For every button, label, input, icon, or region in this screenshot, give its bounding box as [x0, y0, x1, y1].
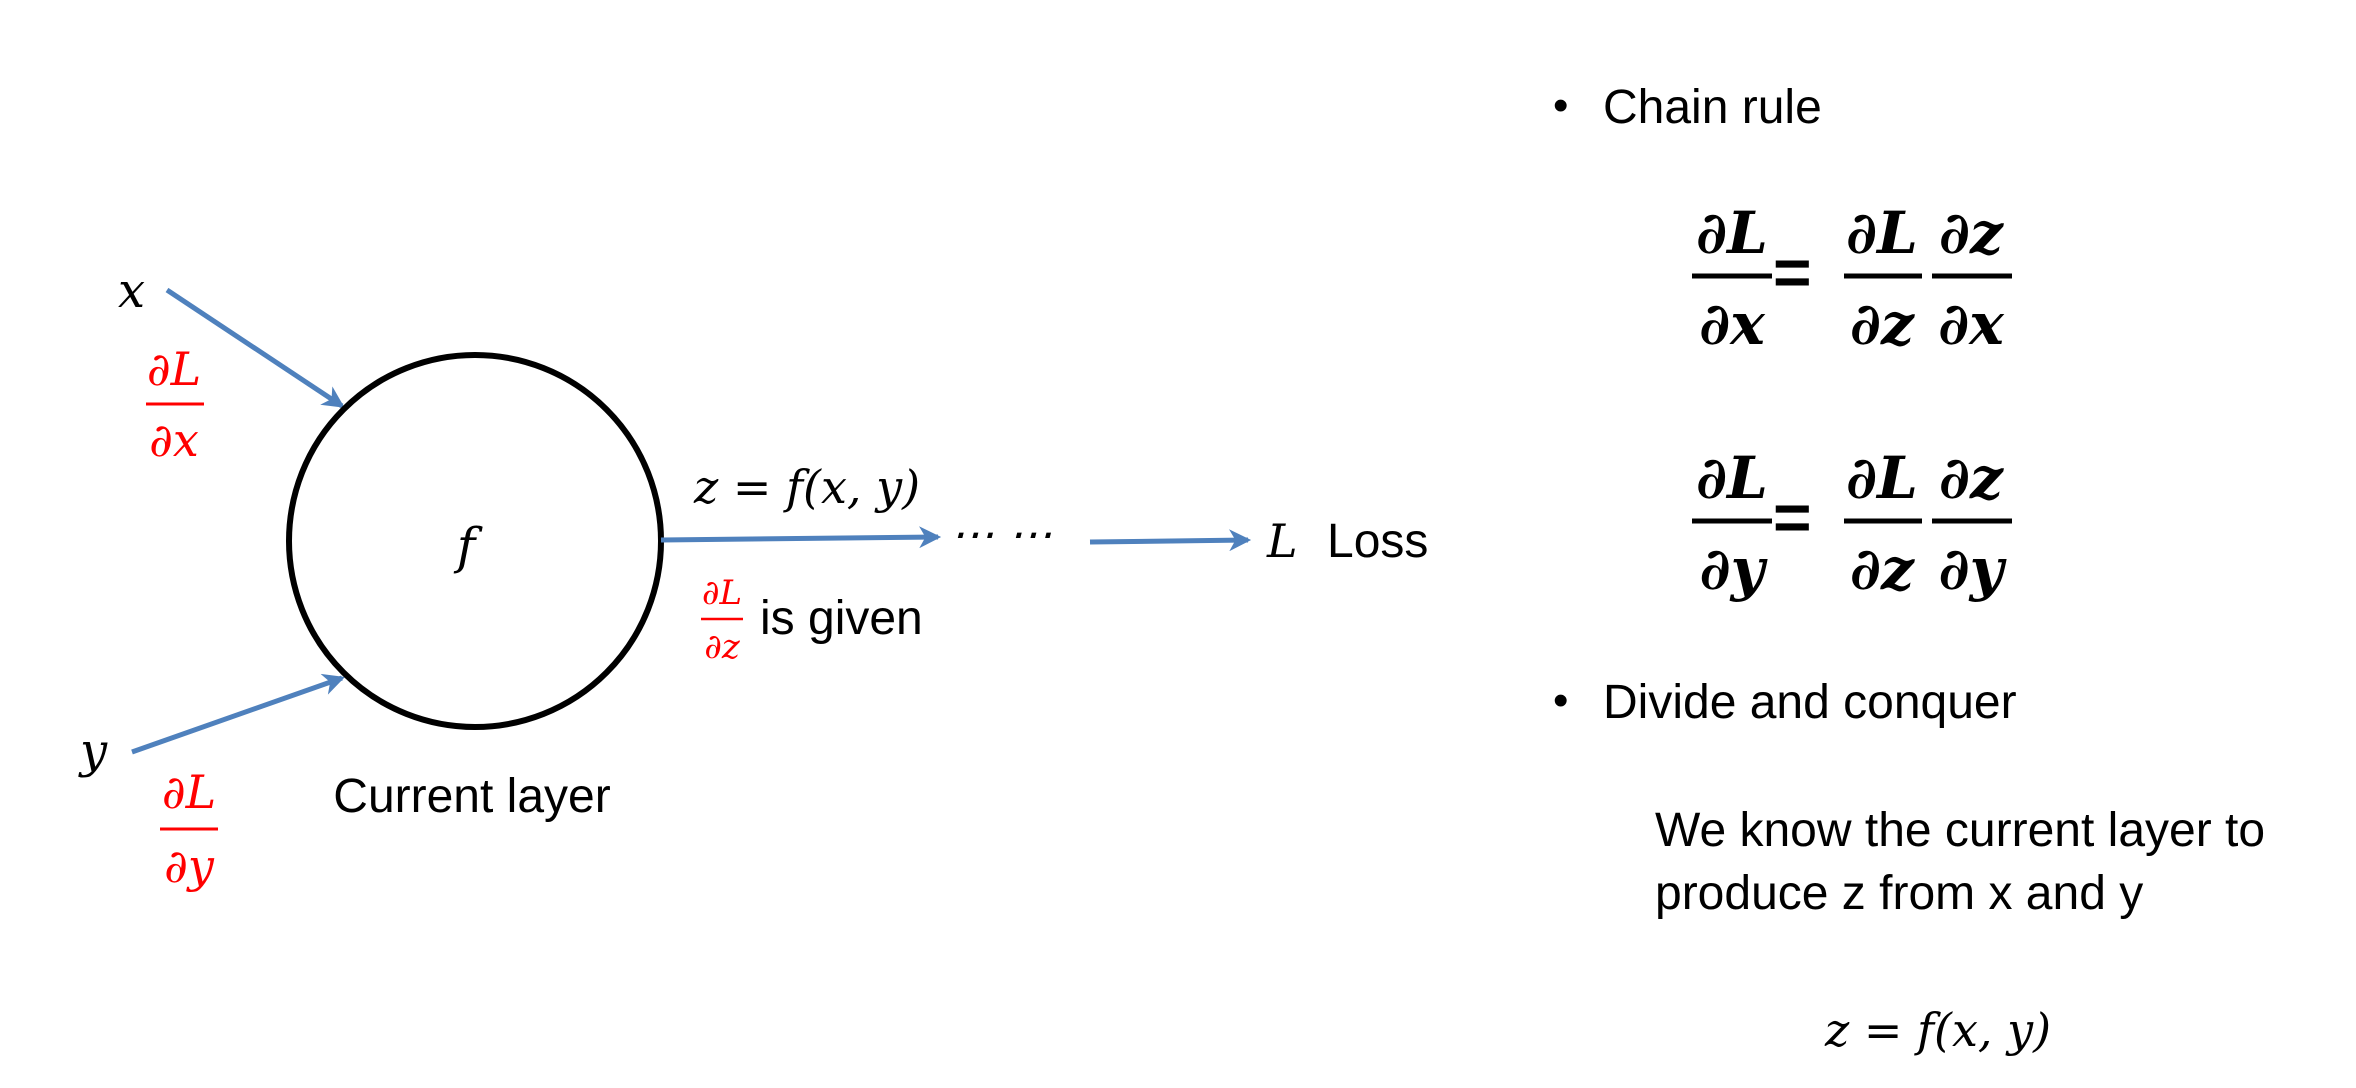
current-layer-node	[286, 352, 664, 730]
arrow-x-to-node	[165, 287, 345, 409]
arrow-to-loss	[1089, 529, 1252, 552]
svg-text:∂L: ∂L	[1696, 444, 1768, 512]
svg-text:∂z: ∂z	[1850, 535, 1915, 603]
svg-text:∂z: ∂z	[1850, 290, 1915, 358]
svg-text:∂L: ∂L	[162, 765, 216, 819]
svg-text:∂y: ∂y	[1939, 535, 2008, 603]
input-x-label: x	[118, 263, 145, 319]
svg-text:∂x: ∂x	[1699, 290, 1766, 358]
output-equation: z = f(x, y)	[693, 460, 920, 514]
final-equation: z = f(x, y)	[1824, 1003, 2051, 1057]
svg-text:∂L: ∂L	[702, 573, 742, 613]
svg-text:=: =	[1773, 480, 1812, 554]
computation-graph: f Current layer x y ∂L ∂x ∂L ∂y z = f(x,…	[78, 263, 1428, 893]
svg-text:∂L: ∂L	[147, 342, 201, 396]
arrow-node-to-output	[660, 526, 942, 549]
svg-text:∂L: ∂L	[1846, 199, 1918, 267]
node-caption: Current layer	[333, 770, 610, 823]
bullet-chain-rule: Chain rule	[1603, 81, 1822, 134]
bullet-2-glyph: •	[1553, 676, 1568, 725]
ellipsis: ⋯ ⋯	[950, 509, 1052, 560]
loss-label: Loss	[1327, 515, 1428, 568]
node-function-label: f	[453, 517, 483, 575]
svg-text:∂y: ∂y	[1700, 535, 1769, 603]
arrow-y-to-node	[131, 673, 345, 755]
gradient-dl-dz: ∂L ∂z	[701, 573, 743, 667]
paragraph-line-1: We know the current layer to	[1655, 804, 2265, 857]
svg-text:∂x: ∂x	[1938, 290, 2005, 358]
gradient-given-text: is given	[760, 592, 923, 645]
svg-text:∂z: ∂z	[1939, 444, 2004, 512]
svg-text:∂z: ∂z	[1939, 199, 2004, 267]
svg-text:∂x: ∂x	[149, 413, 199, 467]
paragraph-line-2: produce z from x and y	[1655, 867, 2143, 920]
bullet-1-glyph: •	[1553, 81, 1568, 130]
notes-panel: • Chain rule ∂L ∂x = ∂L ∂z ∂z ∂x ∂L ∂y =…	[1553, 81, 2265, 1057]
svg-text:=: =	[1773, 235, 1812, 309]
chain-rule-equation-y: ∂L ∂y = ∂L ∂z ∂z ∂y	[1692, 444, 2012, 603]
svg-text:∂L: ∂L	[1846, 444, 1918, 512]
gradient-dl-dy: ∂L ∂y	[160, 765, 218, 893]
chain-rule-equation-x: ∂L ∂x = ∂L ∂z ∂z ∂x	[1692, 199, 2012, 358]
gradient-dl-dx: ∂L ∂x	[146, 342, 204, 467]
svg-text:∂y: ∂y	[164, 839, 215, 893]
svg-text:∂z: ∂z	[704, 627, 741, 667]
input-y-label: y	[78, 723, 108, 779]
loss-symbol: L	[1266, 514, 1298, 568]
bullet-divide-conquer: Divide and conquer	[1603, 676, 2017, 729]
svg-text:∂L: ∂L	[1696, 199, 1768, 267]
